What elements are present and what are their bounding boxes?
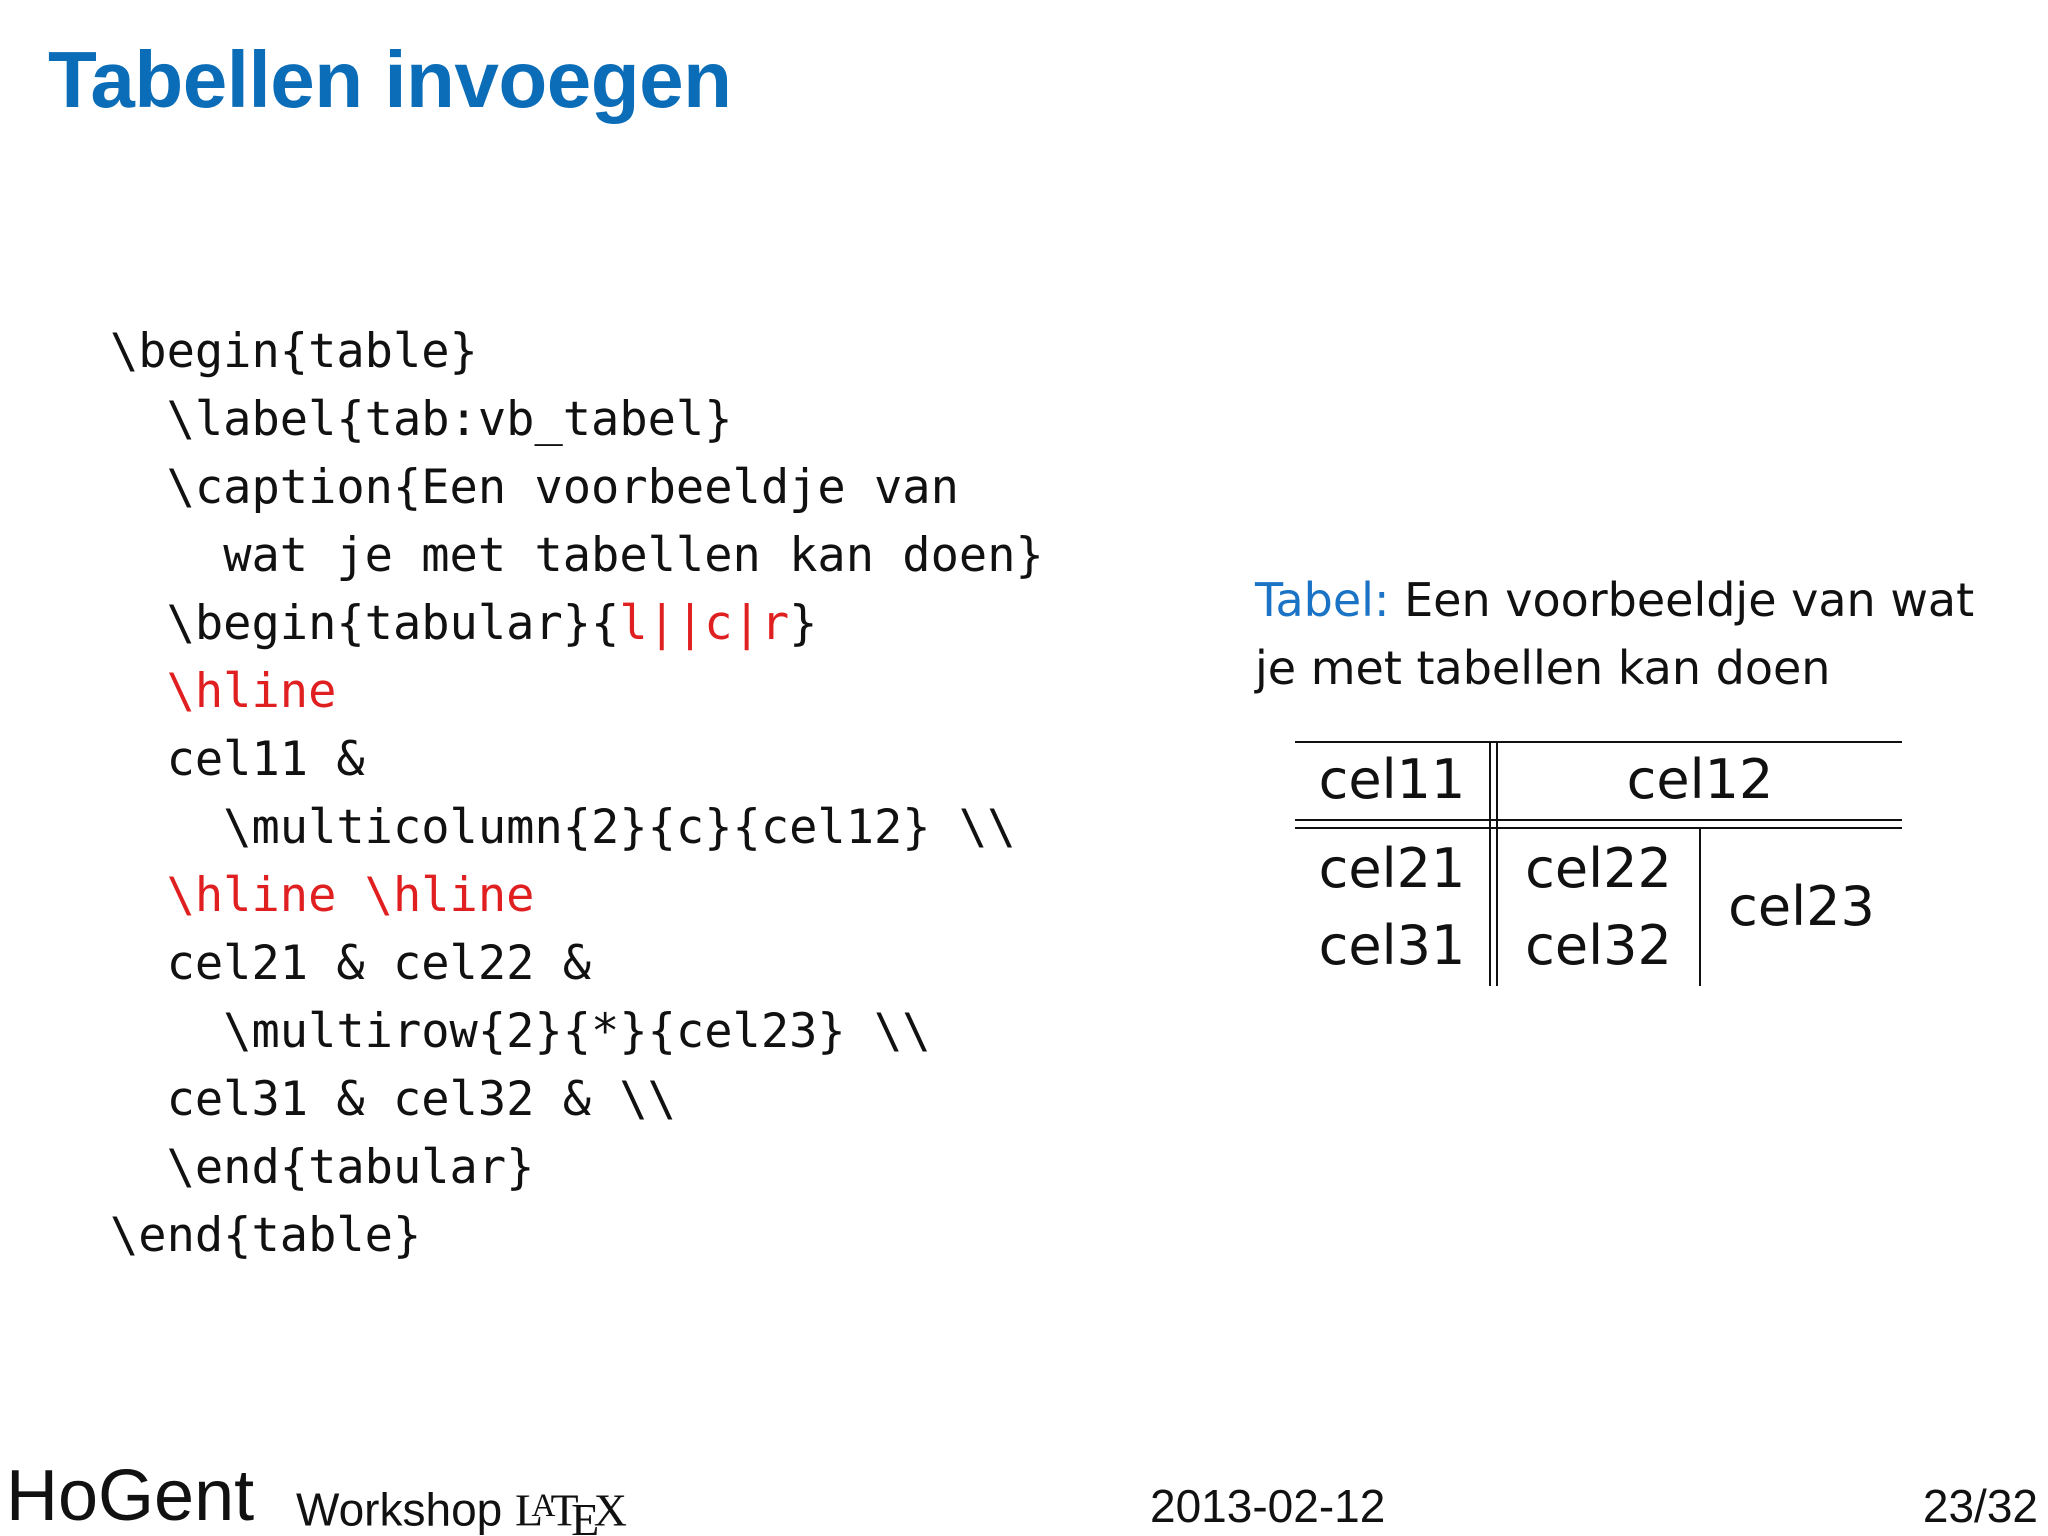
- table-double-rule-lower: [1295, 827, 1902, 829]
- slide-title: Tabellen invoegen: [48, 35, 732, 124]
- footer-course: Workshop LATEX: [296, 1478, 627, 1536]
- latex-logo: LATEX: [515, 1484, 627, 1536]
- code-token: cel11 &: [166, 732, 365, 787]
- code-line: \multirow{2}{*}{cel23} \\: [110, 998, 1044, 1066]
- code-indent: [110, 868, 167, 923]
- code-token: \multicolumn{2}{c}{cel12} \\: [223, 800, 1016, 855]
- code-indent: [110, 732, 167, 787]
- code-token-highlight: l||c|r: [619, 596, 790, 651]
- caption-text: Een voorbeeldje van wat je met tabellen …: [1255, 573, 1975, 695]
- table-caption: Tabel: Een voorbeeldje van wat je met ta…: [1255, 566, 1995, 702]
- cell-cel21: cel21: [1318, 837, 1466, 900]
- footer-page-number: 23/32: [1922, 1480, 2038, 1532]
- code-indent: [110, 1072, 167, 1127]
- table-double-vline-left: [1489, 741, 1491, 986]
- code-indent: [110, 392, 167, 447]
- code-indent: [110, 936, 167, 991]
- cell-cel12: cel12: [1626, 748, 1774, 811]
- rendered-table: cel11 cel12 cel21 cel22 cel23 cel31 cel3…: [1295, 741, 1902, 986]
- code-token: wat je met tabellen kan doen}: [223, 528, 1044, 583]
- table-vline-col3: [1699, 829, 1701, 986]
- code-line: cel21 & cel22 &: [110, 930, 1044, 998]
- code-token: \begin{table}: [110, 324, 478, 379]
- cell-cel23: cel23: [1728, 875, 1875, 938]
- footer-brand: HoGent: [6, 1456, 255, 1536]
- code-line: wat je met tabellen kan doen}: [110, 522, 1044, 590]
- code-token: }: [789, 596, 818, 651]
- code-indent: [110, 664, 167, 719]
- code-token: cel31 & cel32 & \\: [166, 1072, 676, 1127]
- code-indent: [110, 528, 223, 583]
- code-line: \begin{table}: [110, 318, 1044, 386]
- code-line: \end{table}: [110, 1202, 1044, 1270]
- code-token: \end{tabular}: [166, 1140, 535, 1195]
- code-token: \end{table}: [110, 1208, 422, 1263]
- code-token: \caption{Een voorbeeldje van: [166, 460, 959, 515]
- latex-code-listing: \begin{table} \label{tab:vb_tabel} \capt…: [110, 318, 1044, 1270]
- cell-cel32: cel32: [1525, 914, 1672, 977]
- footer-course-prefix: Workshop: [296, 1483, 503, 1536]
- code-token: \label{tab:vb_tabel}: [166, 392, 733, 447]
- code-token: cel21 & cel22 &: [166, 936, 592, 991]
- code-line: cel11 &: [110, 726, 1044, 794]
- code-indent: [110, 1004, 223, 1059]
- code-indent: [110, 460, 167, 515]
- code-line: \multicolumn{2}{c}{cel12} \\: [110, 794, 1044, 862]
- slide-footer: HoGent Workshop LATEX 2013-02-12 23/32: [0, 1456, 2048, 1536]
- code-line: cel31 & cel32 & \\: [110, 1066, 1044, 1134]
- code-token: \multirow{2}{*}{cel23} \\: [223, 1004, 931, 1059]
- cell-cel11: cel11: [1318, 748, 1466, 811]
- caption-label: Tabel:: [1255, 573, 1390, 627]
- table-top-rule: [1295, 741, 1902, 743]
- code-line: \hline: [110, 658, 1044, 726]
- table-double-vline-right: [1496, 741, 1498, 986]
- code-indent: [110, 1140, 167, 1195]
- code-line: \end{tabular}: [110, 1134, 1044, 1202]
- code-line: \caption{Een voorbeeldje van: [110, 454, 1044, 522]
- code-indent: [110, 800, 223, 855]
- code-token-highlight: \hline: [166, 664, 337, 719]
- code-token: \begin{tabular}{: [166, 596, 620, 651]
- footer-date: 2013-02-12: [1150, 1480, 1386, 1532]
- code-token-highlight: \hline \hline: [166, 868, 535, 923]
- code-indent: [110, 596, 167, 651]
- cell-cel22: cel22: [1525, 837, 1672, 900]
- code-line: \begin{tabular}{l||c|r}: [110, 590, 1044, 658]
- cell-cel31: cel31: [1318, 914, 1466, 977]
- table-double-rule-upper: [1295, 819, 1902, 821]
- code-line: \label{tab:vb_tabel}: [110, 386, 1044, 454]
- code-line: \hline \hline: [110, 862, 1044, 930]
